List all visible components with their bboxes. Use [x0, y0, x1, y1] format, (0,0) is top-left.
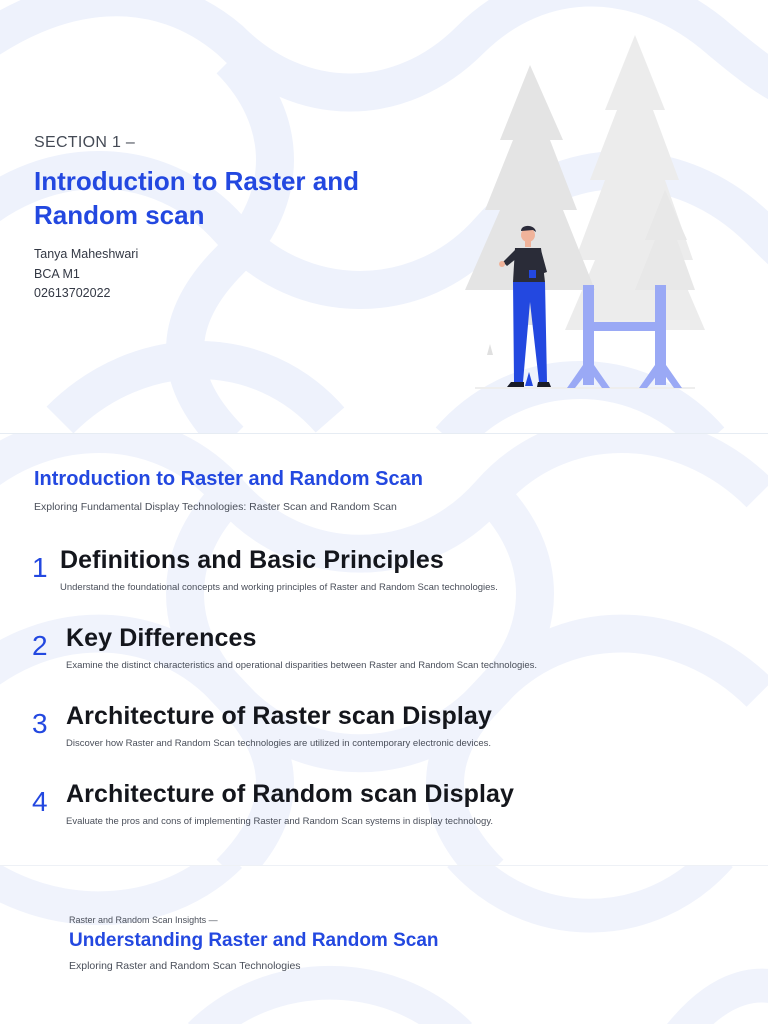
background-waves — [0, 866, 768, 1024]
agenda-item-description: Discover how Raster and Random Scan tech… — [66, 738, 492, 749]
person-figure — [499, 225, 551, 387]
agenda-item-number: 2 — [32, 630, 48, 661]
agenda-item-number: 4 — [32, 786, 48, 817]
author-roll-number: 02613702022 — [34, 286, 111, 300]
slide-2-title: Introduction to Raster and Random Scan — [34, 468, 423, 490]
agenda-item-title: Architecture of Raster scan Display — [66, 702, 492, 730]
agenda-item-description: Examine the distinct characteristics and… — [66, 660, 538, 671]
tree-icon — [635, 190, 695, 290]
agenda-item-title: Definitions and Basic Principles — [60, 546, 444, 574]
tree-icon — [465, 65, 595, 325]
author-block: Tanya Maheshwari BCA M1 02613702022 — [34, 245, 138, 304]
agenda-item-title: Architecture of Random scan Display — [66, 780, 515, 808]
slide-1-title: Introduction to Raster and Random scan — [34, 166, 359, 230]
author-name: Tanya Maheshwari — [34, 247, 139, 261]
slide-agenda — [0, 433, 768, 865]
agenda-item-description: Understand the foundational concepts and… — [60, 582, 498, 593]
slide-insights — [0, 865, 768, 1024]
frame-structure — [567, 285, 682, 388]
person-standing-among-trees-illustration — [465, 35, 705, 389]
slide-3-title: Understanding Raster and Random Scan — [69, 930, 439, 951]
agenda-item-number: 1 — [32, 552, 48, 583]
section-label: SECTION 1 – — [34, 134, 136, 151]
slide-3-subtitle: Exploring Raster and Random Scan Technol… — [69, 960, 301, 972]
agenda-item-description: Evaluate the pros and cons of implementi… — [66, 816, 494, 827]
background-waves — [0, 434, 768, 865]
slide-2-subtitle: Exploring Fundamental Display Technologi… — [34, 501, 397, 513]
agenda-item-number: 3 — [32, 708, 48, 739]
slide-title: SECTION 1 – Introduction to Raster and R… — [0, 0, 768, 433]
agenda-item-title: Key Differences — [66, 624, 257, 652]
author-course: BCA M1 — [34, 266, 80, 281]
insights-label: Raster and Random Scan Insights — — [69, 915, 218, 925]
